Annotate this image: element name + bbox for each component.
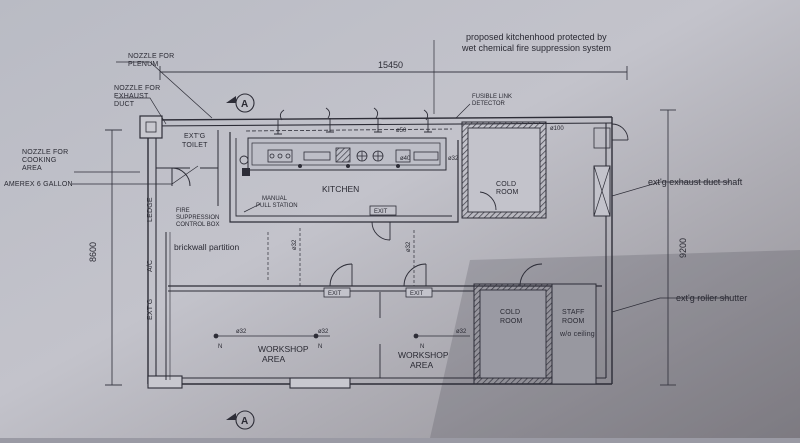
label-manual-pull-2: PULL STATION [256, 203, 298, 209]
dimension-lines [105, 66, 676, 386]
pipe-label-6: ø40 [400, 156, 411, 162]
room-workshop-1b: AREA [262, 354, 285, 364]
label-manual-pull-1: MANUAL [262, 196, 288, 202]
note-kitchenhood-1: proposed kitchenhood protected by [466, 32, 607, 42]
label-fire-supp-3: CONTROL BOX [176, 222, 219, 228]
n-marker-1: N [218, 344, 222, 350]
note-nozzle-exhaust-1: NOZZLE FOR [114, 85, 160, 92]
pipe-label-8: ø32 [292, 239, 298, 250]
exit-workshop-2: EXIT [410, 291, 424, 297]
leader-lines [72, 40, 730, 337]
doors [329, 123, 629, 378]
note-nozzle-plenum-1: NOZZLE FOR [128, 53, 174, 60]
pipe-label-3: ø32 [456, 329, 467, 335]
label-fire-supp-1: FIRE [176, 208, 190, 214]
note-nozzle-cooking-3: AREA [22, 165, 42, 172]
staff-room [551, 283, 597, 385]
room-staff-1: STAFF [562, 309, 585, 316]
label-extg: EXT'G [147, 299, 154, 320]
dimension-right: 9200 [678, 238, 688, 258]
dimension-top: 15450 [378, 60, 403, 70]
corner-column-inner [145, 121, 157, 133]
note-nozzle-plenum-2: PLENUM [128, 61, 158, 68]
label-fire-supp-2: SUPPRESSION [176, 215, 219, 221]
room-workshop-2a: WORKSHOP [398, 350, 449, 360]
dimension-left: 8600 [88, 242, 98, 262]
note-amerex: AMEREX 6 GALLON [4, 181, 73, 188]
n-marker-3: N [420, 344, 424, 350]
pipe-label-1: ø32 [236, 329, 247, 335]
exit-kitchen: EXIT [374, 209, 388, 215]
section-marker-bottom-label: A [241, 416, 248, 427]
pipe-label-5: ø50 [396, 128, 407, 134]
bottom-column-left [147, 375, 183, 389]
room-kitchen: KITCHEN [322, 184, 359, 194]
exit-signs [323, 205, 433, 298]
section-marker-top: A [226, 93, 255, 113]
note-fusible-1: FUSIBLE LINK [472, 94, 512, 100]
section-marker-top-label: A [241, 99, 248, 110]
note-brickwall: brickwall partition [174, 242, 239, 252]
room-cold-top-2: ROOM [496, 189, 519, 196]
kitchen-walls [229, 132, 459, 223]
room-cold-bottom-2: ROOM [500, 318, 523, 325]
pipe-label-2: ø32 [318, 329, 329, 335]
note-nozzle-exhaust-2: EXHAUST [114, 93, 149, 100]
room-staff-2: ROOM [562, 318, 585, 325]
room-cold-top-1: COLD [496, 181, 516, 188]
nozzle-points [213, 155, 419, 339]
room-workshop-1a: WORKSHOP [258, 344, 309, 354]
section-marker-bottom: A [226, 410, 255, 430]
room-workshop-2b: AREA [410, 360, 433, 370]
room-cold-bottom-1: COLD [500, 309, 520, 316]
note-nozzle-cooking-1: NOZZLE FOR [22, 149, 68, 156]
room-staff-3: w/o ceiling [559, 331, 595, 338]
cold-room-bottom [473, 283, 553, 385]
room-toilet-2: TOILET [182, 142, 208, 149]
exit-workshop-1: EXIT [328, 291, 342, 297]
bottom-window [289, 377, 351, 389]
toilet-partition [156, 130, 219, 206]
note-kitchenhood-2: wet chemical fire suppression system [461, 43, 611, 53]
pipe-label-9: ø32 [406, 241, 412, 252]
note-roller-shutter: ext'g roller shutter [676, 293, 747, 303]
label-ledge: LEDGE [147, 197, 154, 222]
n-marker-2: N [318, 344, 322, 350]
note-nozzle-cooking-2: COOKING [22, 157, 56, 164]
note-nozzle-exhaust-3: DUCT [114, 101, 135, 108]
text-labels: NOZZLE FOR PLENUM NOZZLE FOR EXHAUST DUC… [4, 32, 747, 370]
label-ac: A/C [147, 260, 154, 272]
exhaust-shaft [593, 127, 611, 217]
note-fusible-2: DETECTOR [472, 101, 506, 107]
note-exhaust-shaft: ext'g exhaust duct shaft [648, 177, 743, 187]
cold-room-top [461, 121, 547, 219]
photo-shadow [430, 250, 800, 438]
pipe-label-4: ø32 [448, 156, 459, 162]
room-toilet-1: EXT'G [184, 133, 205, 140]
corner-column [139, 115, 163, 139]
pipe-label-7: ø100 [550, 126, 564, 132]
